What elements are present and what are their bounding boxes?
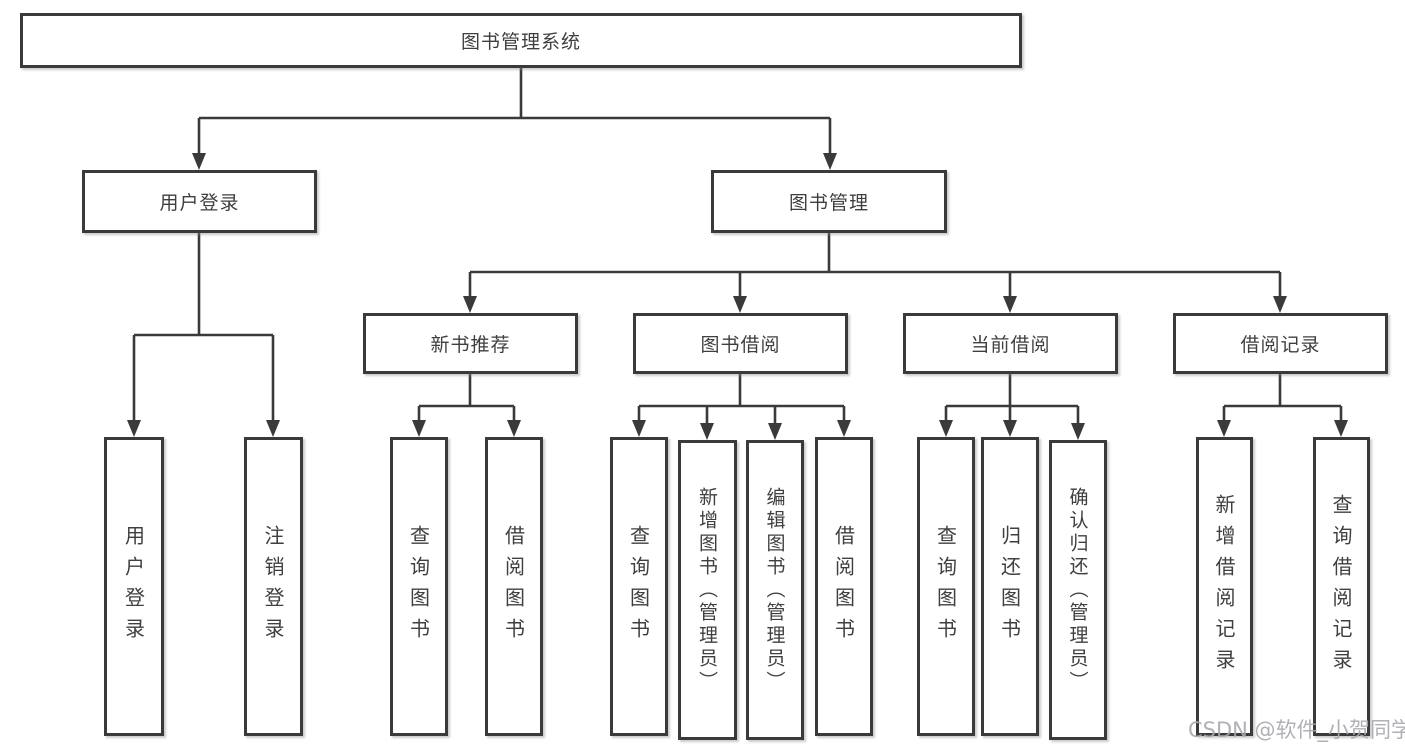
leaf-query-books-borrow: 查询图书 — [610, 437, 668, 736]
leaf-label: 编辑图书（管理员） — [763, 486, 786, 694]
leaf-query-books-current: 查询图书 — [917, 437, 975, 736]
node-label: 新书推荐 — [430, 334, 511, 356]
leaf-user-login: 用户登录 — [104, 437, 164, 736]
node-label: 用户登录 — [159, 192, 240, 214]
node-borrow-records: 借阅记录 — [1173, 313, 1388, 374]
leaf-add-borrow-record: 新增借阅记录 — [1196, 437, 1253, 736]
node-label: 借阅记录 — [1240, 334, 1321, 356]
leaf-return-books: 归还图书 — [981, 437, 1039, 736]
leaf-label: 新增图书（管理员） — [696, 486, 718, 694]
leaf-query-books-recommend: 查询图书 — [390, 437, 448, 736]
leaf-label: 借阅图书 — [831, 524, 856, 649]
leaf-label: 归还图书 — [997, 524, 1022, 649]
csdn-watermark: CSDN @软件_小贺同学 — [1188, 718, 1405, 742]
node-label: 当前借阅 — [970, 334, 1051, 356]
leaf-edit-books-admin: 编辑图书（管理员） — [746, 440, 804, 740]
leaf-label: 查询图书 — [406, 524, 431, 649]
leaf-borrow-books: 借阅图书 — [815, 437, 873, 736]
leaf-add-books-admin: 新增图书（管理员） — [678, 440, 737, 740]
node-current-borrow: 当前借阅 — [903, 313, 1118, 374]
leaf-label: 确认归还（管理员） — [1066, 486, 1089, 694]
leaf-label: 注销登录 — [261, 524, 285, 649]
leaf-label: 查询借阅记录 — [1329, 493, 1353, 680]
leaf-borrow-books-recommend: 借阅图书 — [485, 437, 543, 736]
node-book-borrow: 图书借阅 — [633, 313, 848, 374]
leaf-label: 查询图书 — [626, 524, 651, 649]
leaf-confirm-return-admin: 确认归还（管理员） — [1049, 440, 1107, 740]
leaf-logout: 注销登录 — [244, 437, 303, 736]
node-label: 图书管理系统 — [460, 31, 581, 53]
leaf-label: 新增借阅记录 — [1212, 493, 1236, 680]
leaf-query-borrow-record: 查询借阅记录 — [1313, 437, 1370, 736]
node-new-book-recommend: 新书推荐 — [363, 313, 578, 374]
node-label: 图书管理 — [788, 192, 869, 214]
leaf-label: 查询图书 — [933, 524, 958, 649]
leaf-label: 用户登录 — [121, 524, 146, 649]
node-book-management: 图书管理 — [711, 170, 947, 233]
node-label: 图书借阅 — [700, 334, 781, 356]
leaf-label: 借阅图书 — [501, 524, 526, 649]
node-user-login: 用户登录 — [82, 170, 317, 233]
node-library-management-system: 图书管理系统 — [20, 13, 1022, 68]
